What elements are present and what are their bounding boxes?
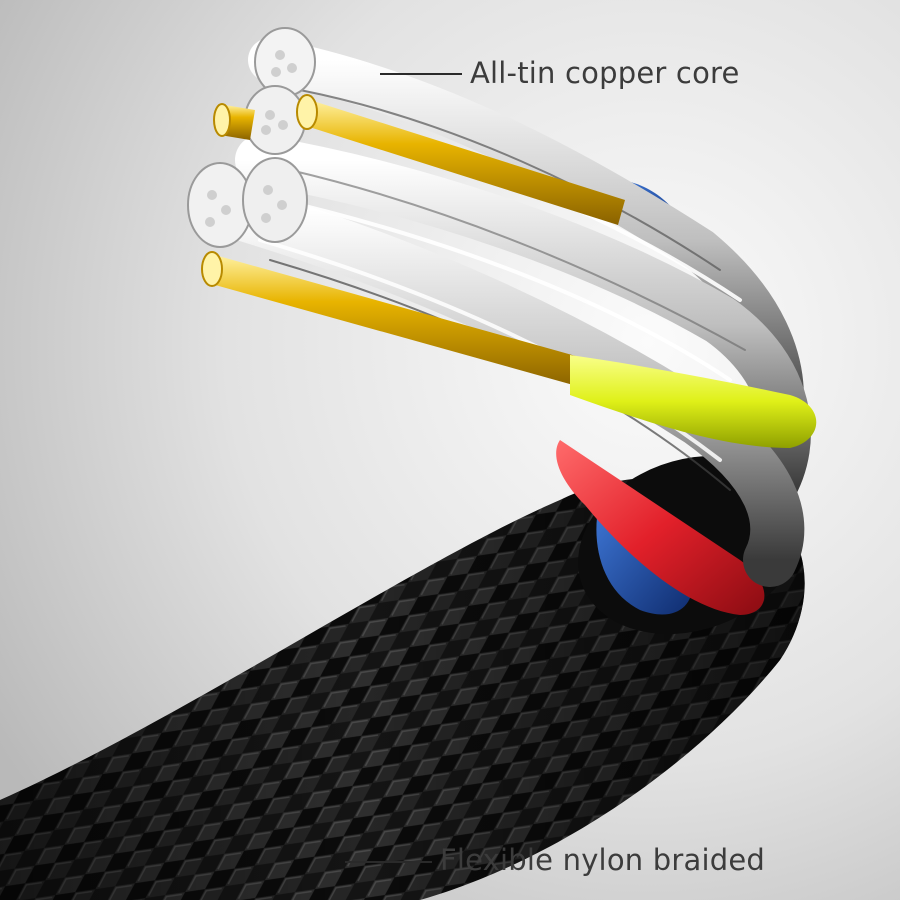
strand-bundle-ends [187, 27, 316, 248]
core-label: All-tin copper core [470, 56, 740, 90]
red-wire [556, 440, 765, 615]
yellow-wire [570, 355, 817, 448]
gold-wires [201, 94, 625, 388]
braid-label: Flexible nylon braided [440, 843, 765, 877]
